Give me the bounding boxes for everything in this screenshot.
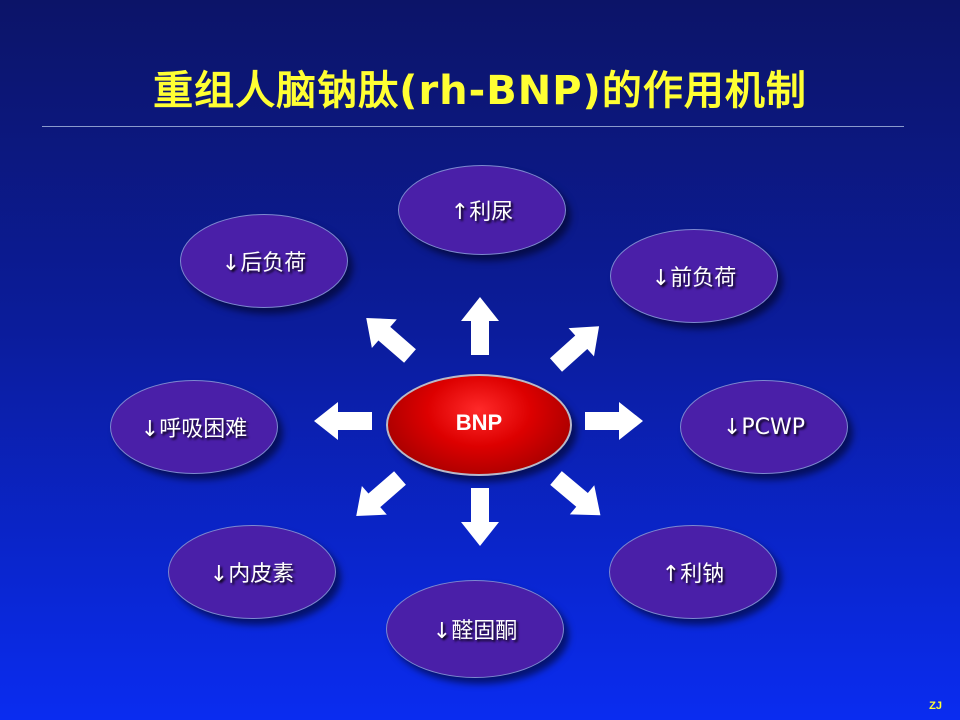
arrow-down-right [550,471,601,516]
arrow-right [585,402,643,440]
arrow-up-left [366,317,416,363]
bnp-label: BNP [455,410,503,435]
node-aldosterone: ↓醛固酮 [386,580,564,678]
node-preload-label: ↓前负荷 [651,266,737,291]
node-diuresis-label: ↑利尿 [450,200,514,225]
node-diuresis: ↑利尿 [398,165,566,255]
node-natriuresis: ↑利钠 [609,525,777,619]
node-natriuresis-label: ↑利钠 [661,562,725,587]
node-aldosterone-label: ↓醛固酮 [432,619,518,644]
arrow-down-left [356,471,406,517]
node-dyspnea: ↓呼吸困难 [110,380,278,474]
title-divider [42,126,904,127]
node-afterload: ↓后负荷 [180,214,348,308]
node-pcwp: ↓PCWP [680,380,848,474]
arrow-up [461,297,499,355]
node-dyspnea-label: ↓呼吸困难 [140,417,248,442]
node-afterload-label: ↓后负荷 [221,251,307,276]
arrow-down [461,488,499,546]
arrows-group [314,297,643,546]
node-preload: ↓前负荷 [610,229,778,323]
node-pcwp-label: ↓PCWP [722,414,806,440]
node-endothelin-label: ↓内皮素 [209,562,295,587]
node-endothelin: ↓内皮素 [168,525,336,619]
bnp-center-node: BNP [386,374,572,476]
slide-title: 重组人脑钠肽(rh-BNP)的作用机制 [153,68,807,114]
footer-tag: ZJ [929,700,942,712]
arrow-up-right [549,326,600,372]
arrow-left [314,402,372,440]
